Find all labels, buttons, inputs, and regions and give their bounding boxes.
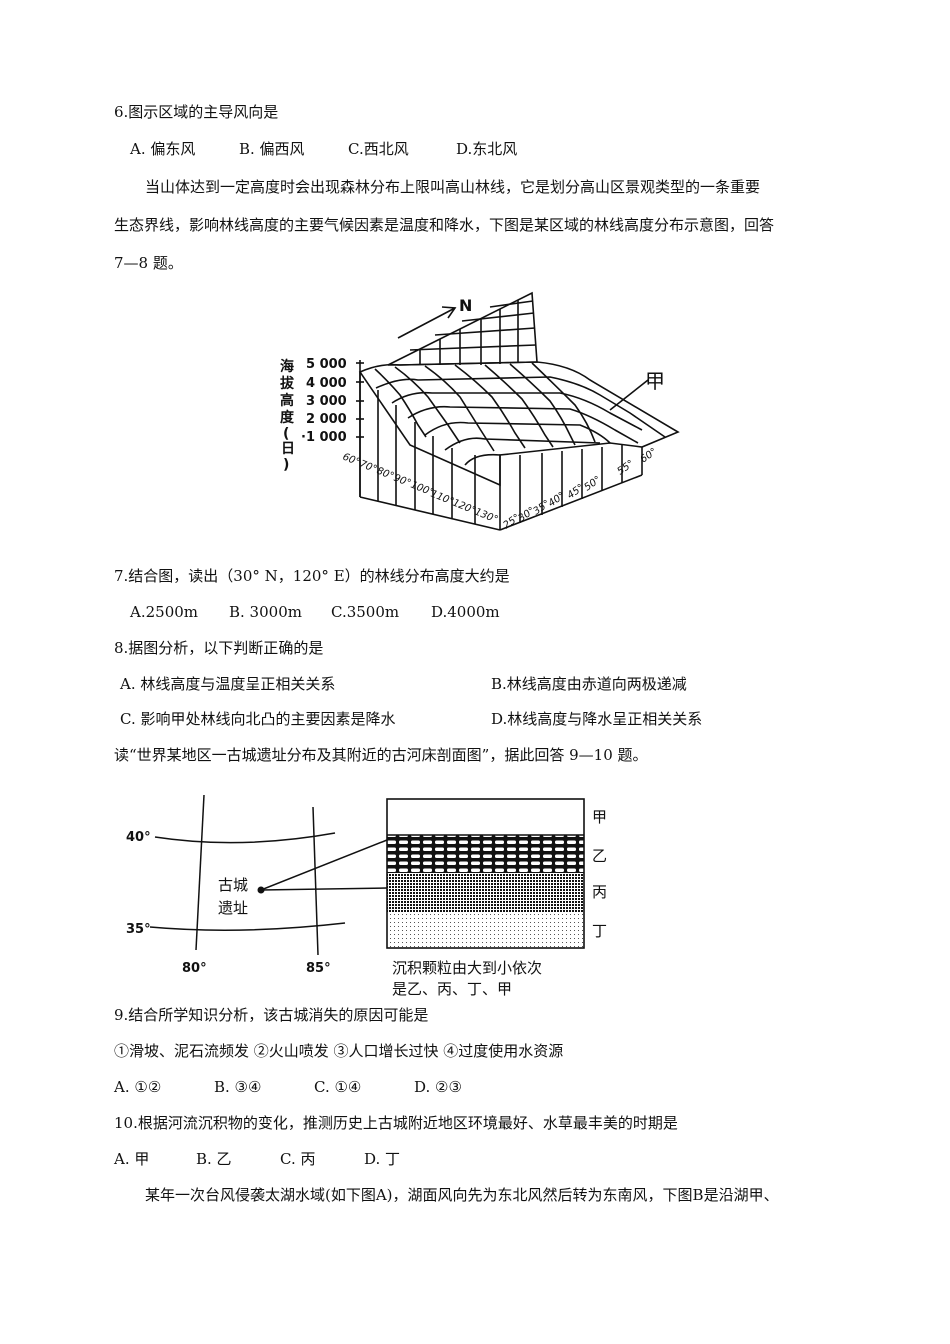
ylabel-char: 度 [280, 409, 295, 426]
q7-option-d: D.4000m [431, 603, 500, 621]
q8-option-d: D.林线高度与降水呈正相关关系 [491, 710, 703, 728]
passage-next: 某年一次台风侵袭太湖水域(如下图A)，湖面风向先为东北风然后转为东南风，下图B是… [145, 1186, 779, 1204]
q10-option-d: D. 丁 [364, 1150, 401, 1168]
strata-column [386, 798, 585, 949]
ylabel-char: ( [283, 426, 289, 442]
treeline-3d-figure: N [270, 285, 690, 535]
q7-option-a: A.2500m [130, 603, 198, 621]
q8-option-c: C. 影响甲处林线向北凸的主要因素是降水 [120, 710, 396, 728]
lon-label-85: 85° [306, 961, 331, 976]
q8-stem: 8.据图分析，以下判断正确的是 [114, 639, 324, 657]
ylabel-char: 高 [280, 392, 294, 409]
q8-option-b: B.林线高度由赤道向两极递减 [491, 675, 687, 693]
q9-stem: 9.结合所学知识分析，该古城消失的原因可能是 [114, 1006, 429, 1024]
q7-option-b: B. 3000m [229, 603, 302, 621]
q9-option-d: D. ②③ [414, 1078, 462, 1096]
layer-ding-label: 丁 [592, 922, 607, 940]
site-label-2: 遗址 [218, 899, 248, 917]
ytick-5000: 5 000 [306, 357, 347, 372]
ylabel-char: 拔 [280, 375, 295, 392]
ytick-2000: 2 000 [306, 412, 347, 427]
q9-option-a: A. ①② [114, 1078, 162, 1096]
north-arrow-icon [397, 306, 457, 339]
q10-option-a: A. 甲 [114, 1150, 150, 1168]
ytick-4000: 4 000 [306, 376, 347, 391]
map-graticule [149, 794, 346, 956]
q6-option-b: B. 偏西风 [239, 140, 305, 158]
lat-tick: 40° [546, 490, 567, 509]
north-label: N [459, 296, 472, 315]
q9-option-b: B. ③④ [214, 1078, 262, 1096]
q10-option-c: C. 丙 [280, 1150, 316, 1168]
ylabel-char: ) [283, 457, 289, 473]
marker-jia-label: 甲 [645, 369, 665, 393]
q7-option-c: C.3500m [331, 603, 400, 621]
passage-7-8-line1: 当山体达到一定高度时会出现森林分布上限叫高山林线，它是划分高山区景观类型的一条重… [145, 178, 761, 196]
lat-label-40: 40° [126, 830, 151, 845]
layer-bing-label: 丙 [592, 883, 607, 901]
q8-option-a: A. 林线高度与温度呈正相关关系 [120, 675, 336, 693]
lat-label-35: 35° [126, 922, 151, 937]
passage-9-10: 读“世界某地区一古城遗址分布及其附近的古河床剖面图”，据此回答 9—10 题。 [114, 746, 648, 764]
q6-option-c: C.西北风 [348, 140, 409, 158]
lat-tick: 55° [615, 458, 636, 477]
lon-label-80: 80° [182, 961, 207, 976]
q6-option-a: A. 偏东风 [130, 140, 196, 158]
q9-option-c: C. ①④ [314, 1078, 362, 1096]
strata-caption-1: 沉积颗粒由大到小依次 [392, 959, 542, 977]
strata-caption-2: 是乙、丙、丁、甲 [392, 980, 512, 998]
ylabel-char: 日 [281, 441, 295, 457]
site-label-1: 古城 [218, 876, 248, 894]
layer-yi-label: 乙 [592, 847, 607, 865]
ylabel-char: 海 [280, 358, 294, 375]
passage-7-8-line2: 生态界线，影响林线高度的主要气候因素是温度和降水，下图是某区域的林线高度分布示意… [114, 216, 775, 234]
layer-jia-label: 甲 [592, 808, 607, 826]
ytick-3000: 3 000 [306, 394, 347, 409]
q9-items: ①滑坡、泥石流频发 ②火山喷发 ③人口增长过快 ④过度使用水资源 [114, 1042, 564, 1060]
lon-tick: 130° [473, 507, 499, 526]
q6-option-d: D.东北风 [456, 140, 518, 158]
passage-7-8-line3: 7—8 题。 [114, 254, 183, 272]
q7-stem: 7.结合图，读出（30° N，120° E）的林线分布高度大约是 [114, 567, 510, 585]
q10-stem: 10.根据河流沉积物的变化，推测历史上古城附近地区环境最好、水草最丰美的时期是 [114, 1114, 678, 1132]
ancient-city-figure: 40° 35° 80° 85° 古城 遗址 甲 乙 丙 丁 [110, 790, 640, 1000]
q10-option-b: B. 乙 [196, 1150, 232, 1168]
ytick-1000: ·1 000 [301, 430, 347, 445]
q6-stem: 6.图示区域的主导风向是 [114, 103, 279, 121]
